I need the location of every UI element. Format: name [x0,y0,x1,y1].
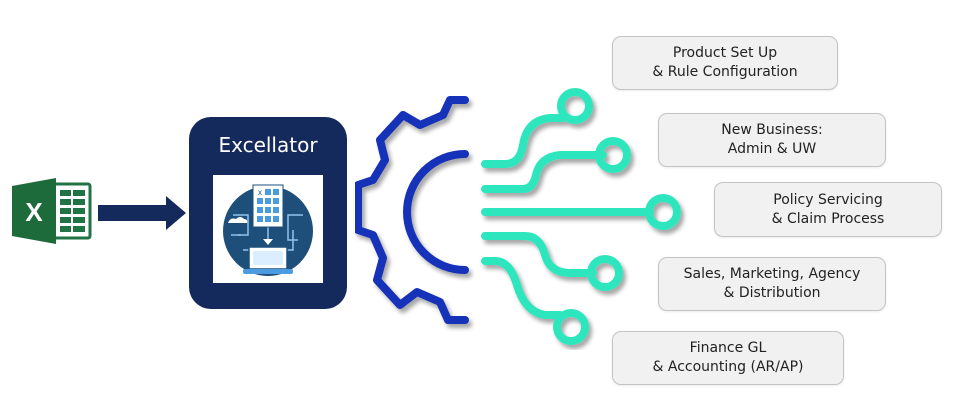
output-line2: & Distribution [723,285,821,301]
output-line1: Policy Servicing [773,191,883,208]
excel-icon: X [12,178,92,244]
output-line1: Product Set Up [672,45,778,61]
output-sales-marketing: Sales, Marketing, Agency & Distribution [658,257,886,311]
gear-circuit-icon [354,80,715,350]
output-new-business: New Business: Admin & UW [658,113,886,167]
output-line2: & Accounting (AR/AP) [652,359,804,375]
excellator-logo: x [213,175,323,283]
arrow-right-icon [98,196,186,230]
svg-text:x: x [258,188,262,197]
svg-text:X: X [25,197,43,227]
excellator-title: Excellator [218,133,318,157]
output-finance-gl: Finance GL & Accounting (AR/AP) [612,331,844,385]
output-line1: New Business: [721,122,823,138]
output-policy-servicing: Policy Servicing & Claim Process [714,182,942,237]
excellator-panel: Excellator x [189,117,347,309]
output-line2: & Claim Process [771,210,885,227]
output-product-setup: Product Set Up & Rule Configuration [612,36,838,90]
output-line1: Finance GL [689,340,767,356]
output-line1: Sales, Marketing, Agency [683,266,861,282]
output-line2: Admin & UW [727,141,817,157]
output-line2: & Rule Configuration [652,64,798,80]
